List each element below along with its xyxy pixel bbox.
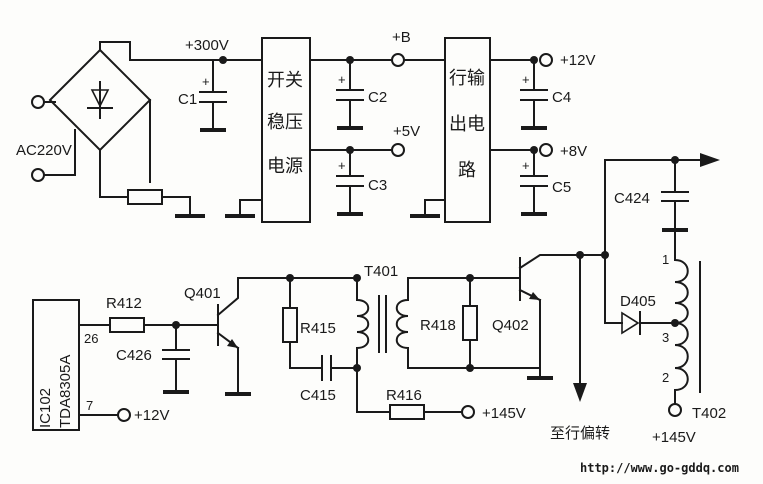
ic102-chip: IC102 TDA8305A <box>32 299 80 431</box>
plus145v-mid-label: +145V <box>482 405 526 422</box>
d405-label: D405 <box>620 293 656 310</box>
hout-text-1: 行输 <box>449 68 485 89</box>
pin3-label: 3 <box>662 330 669 345</box>
c2-label: C2 <box>368 89 387 106</box>
t402-label: T402 <box>692 405 726 422</box>
capacitor-c3: + <box>336 149 364 216</box>
transformer-t401 <box>356 277 471 413</box>
smps-block: 开关 稳压 电源 <box>225 37 311 223</box>
r415-label: R415 <box>300 320 336 337</box>
c424-label: C424 <box>614 190 650 207</box>
resistor-r415 <box>282 277 323 369</box>
c3-label: C3 <box>368 177 387 194</box>
smps-text-1: 开关 <box>267 70 303 91</box>
pin2-label: 2 <box>662 370 669 385</box>
pin7-label: 7 <box>86 398 93 413</box>
c4-label: C4 <box>552 89 571 106</box>
plus145v-right-label: +145V <box>652 429 696 446</box>
c1-label: C1 <box>178 91 197 108</box>
capacitor-c5: + <box>520 149 548 216</box>
capacitor-c1: + <box>199 59 227 132</box>
capacitor-c2: + <box>336 59 364 130</box>
svg-text:+: + <box>522 158 530 173</box>
hout-text-3: 路 <box>458 160 476 181</box>
capacitor-c426 <box>162 324 190 394</box>
tda-label: TDA8305A <box>57 355 74 428</box>
bridge-rectifier <box>48 41 224 218</box>
plus12v-bottom-label: +12V <box>134 407 169 424</box>
c5-label: C5 <box>552 179 571 196</box>
svg-text:+: + <box>338 158 346 173</box>
ac-input-terminals <box>31 95 76 182</box>
svg-text:+: + <box>522 72 530 87</box>
plus-b-label: +B <box>392 29 411 46</box>
r416-label: R416 <box>386 387 422 404</box>
resistor-r418 <box>462 277 478 369</box>
plus5v-label: +5V <box>393 123 420 140</box>
smps-text-3: 电源 <box>267 156 303 177</box>
hout-text-2: 出电 <box>449 114 485 135</box>
plus12v-top-label: +12V <box>560 52 595 69</box>
horizontal-output-block: 行输 出电 路 <box>410 37 491 223</box>
r418-label: R418 <box>420 317 456 334</box>
watermark-url: http://www.go-gddq.com <box>580 461 739 475</box>
smps-text-2: 稳压 <box>267 112 303 133</box>
q401-label: Q401 <box>184 285 221 302</box>
transistor-q402 <box>469 254 606 380</box>
pin1-label: 1 <box>662 252 669 267</box>
diode-d405 <box>604 254 676 335</box>
svg-text:+: + <box>202 74 210 89</box>
pin26-label: 26 <box>84 331 98 346</box>
ic102-label: IC102 <box>37 388 54 428</box>
r412-label: R412 <box>106 295 142 312</box>
resistor-r412 <box>109 317 219 333</box>
capacitor-c424 <box>604 153 720 259</box>
capacitor-c415 <box>321 355 358 381</box>
capacitor-c4: + <box>520 59 548 130</box>
c415-label: C415 <box>300 387 336 404</box>
ac-voltage-label: AC220V <box>16 142 72 159</box>
t401-label: T401 <box>364 263 398 280</box>
v300-label: +300V <box>185 37 229 54</box>
plus8v-label: +8V <box>560 143 587 160</box>
c426-label: C426 <box>116 347 152 364</box>
to-deflection-label: 至行偏转 <box>550 424 610 442</box>
transistor-q401 <box>216 277 291 396</box>
svg-text:+: + <box>338 72 346 87</box>
resistor-r416 <box>356 404 475 420</box>
q402-label: Q402 <box>492 317 529 334</box>
